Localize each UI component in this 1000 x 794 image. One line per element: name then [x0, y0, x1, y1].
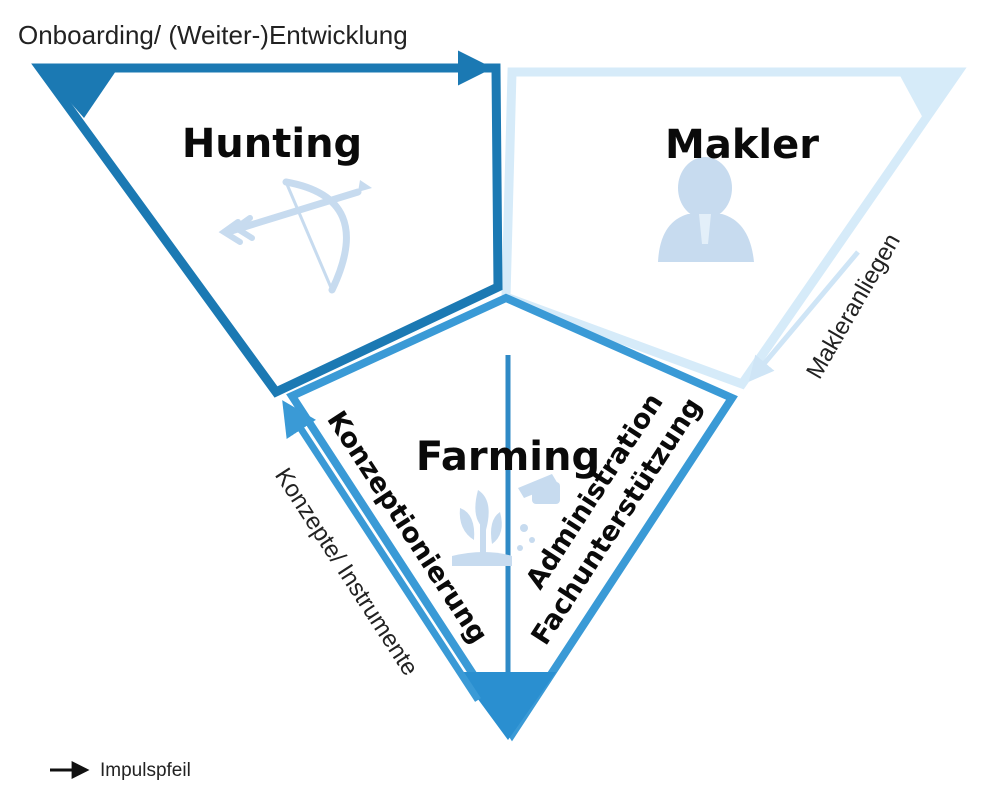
onboarding-label: Onboarding/ (Weiter-)Entwicklung	[18, 20, 408, 50]
hunting-corner-fill	[40, 68, 118, 118]
farming-title: Farming	[416, 434, 600, 480]
makler-corner-fill	[898, 72, 958, 120]
makleranliegen-arrow	[748, 250, 860, 382]
hunting-title: Hunting	[182, 121, 362, 167]
person-icon	[658, 157, 754, 262]
hunting-section: Hunting	[31, 63, 503, 398]
makler-title: Makler	[665, 122, 819, 168]
legend-label: Impulspfeil	[100, 760, 191, 781]
farming-corner-fill	[458, 672, 556, 740]
legend: Impulspfeil	[50, 760, 191, 781]
konzepte-arrow	[282, 400, 481, 702]
bow-and-arrow-icon	[218, 178, 372, 294]
plant-watering-icon	[452, 474, 560, 566]
makler-section: Makler	[501, 67, 967, 390]
